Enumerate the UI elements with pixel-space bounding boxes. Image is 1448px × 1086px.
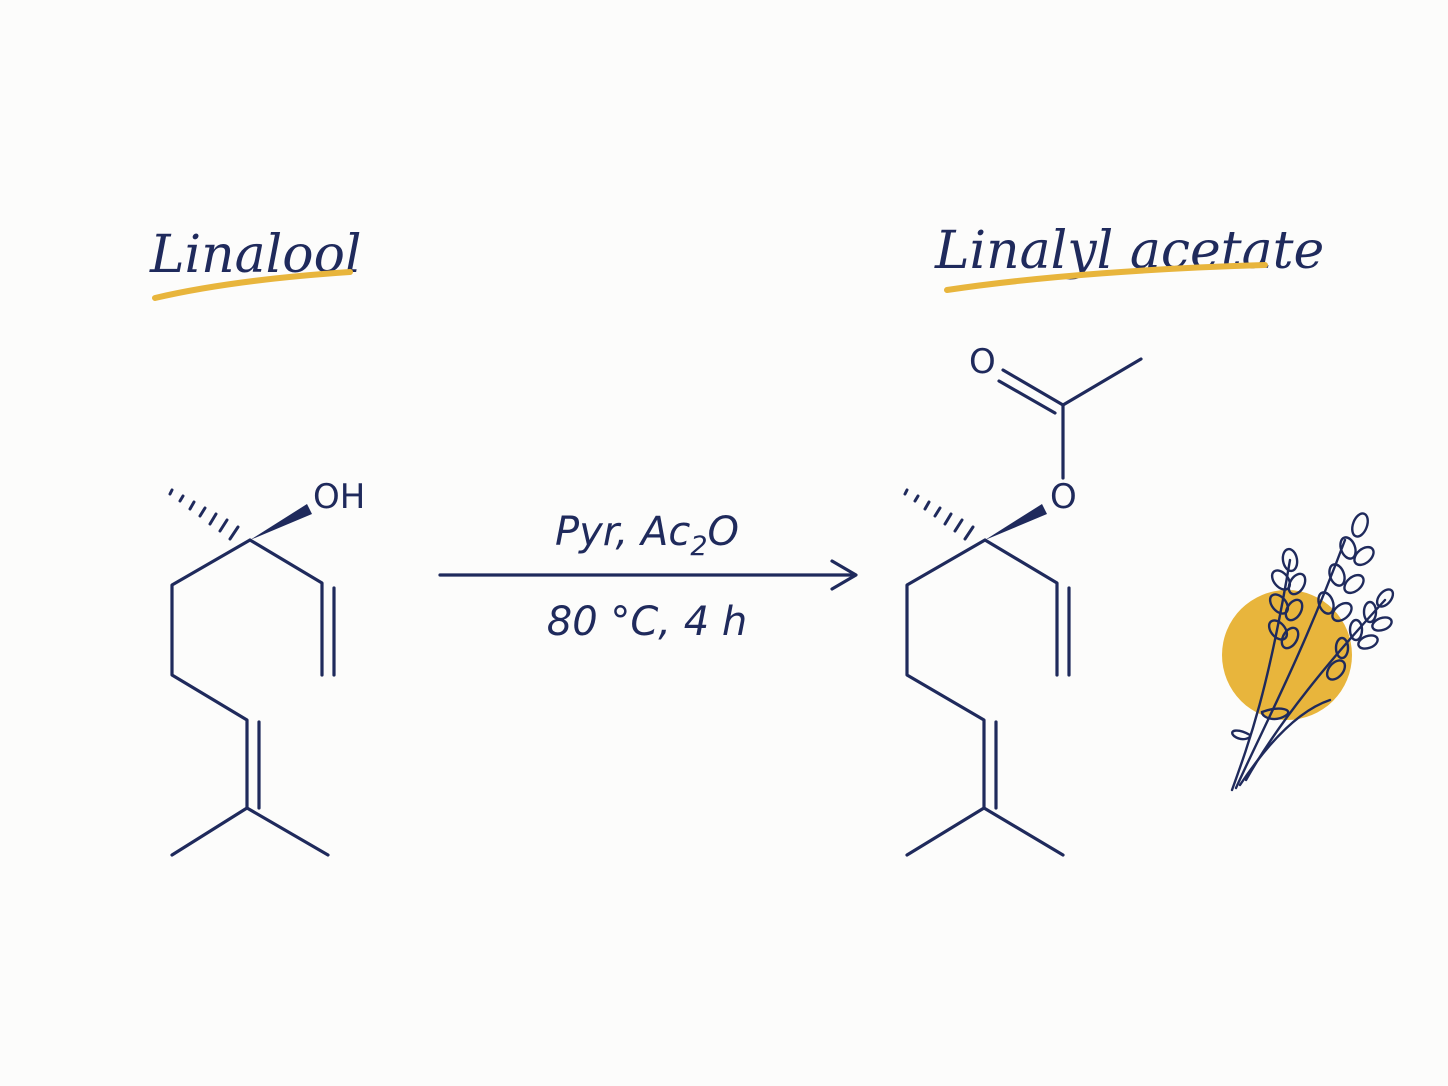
hydroxyl-label: OH — [313, 477, 365, 517]
acetyl-methyl-bond — [1061, 357, 1143, 407]
reactant-label-group: Linalool — [149, 225, 362, 301]
product-vinyl-bond — [983, 538, 1059, 677]
lavender-sprig-icon — [1222, 512, 1395, 792]
linalool-methyl-bond — [245, 806, 330, 857]
linalool-vinyl-bond — [248, 538, 324, 677]
carbonyl-oxygen-label: O — [969, 342, 996, 382]
carbonyl-double-bond — [997, 379, 1057, 415]
carbonyl-bond — [1001, 368, 1065, 407]
linalool-chain-bond — [170, 538, 252, 857]
sun-disc — [1222, 590, 1352, 720]
linalool-structure: OH — [168, 477, 365, 857]
reaction-arrow-head — [830, 559, 858, 591]
conditions-label: 80 °C, 4 h — [547, 599, 748, 645]
linalyl-acetate-structure: O O — [903, 342, 1143, 857]
product-name-underline — [944, 262, 1268, 293]
product-methyl-bond — [982, 806, 1065, 857]
product-hashed-bond — [903, 488, 975, 541]
reagents-label: Pyr, Ac2O — [555, 509, 739, 562]
reaction-arrow-group: Pyr, Ac2O 80 °C, 4 h — [438, 509, 858, 645]
product-chain-bond — [905, 538, 987, 857]
product-wedge-bond — [985, 504, 1047, 540]
linalool-wedge-bond — [250, 504, 312, 540]
product-label-group: Linalyl acetate — [934, 221, 1324, 293]
linalool-hashed-bond — [168, 488, 240, 541]
ester-oxygen-label: O — [1050, 477, 1077, 517]
reactant-name-underline — [152, 269, 353, 301]
